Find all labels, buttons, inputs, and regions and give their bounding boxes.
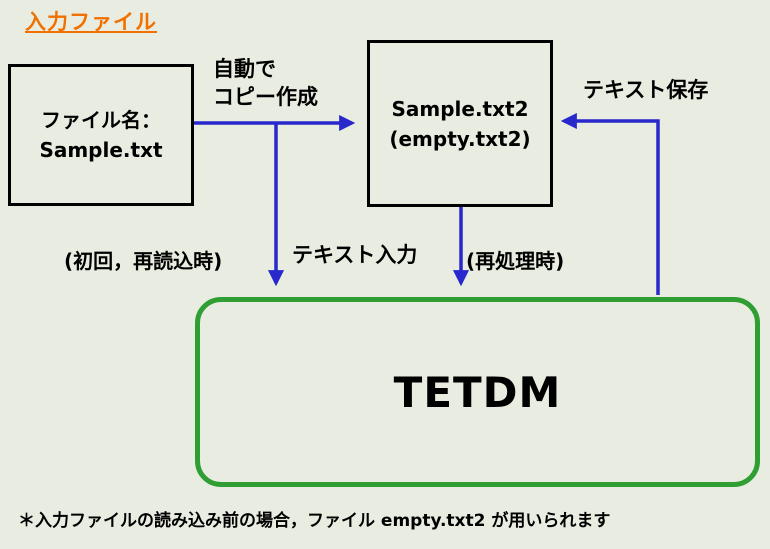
label-text-save: テキスト保存 <box>583 78 709 102</box>
copy-file-empty-name: (empty.txt2) <box>389 126 531 151</box>
label-first-reload: (初回，再読込時) <box>64 249 223 273</box>
copy-file-name: Sample.txt2 <box>391 96 529 121</box>
label-text-input: テキスト入力 <box>292 243 418 267</box>
input-file-name-value: Sample.txt <box>39 138 163 162</box>
label-reprocess: (再処理時) <box>466 249 565 273</box>
copy-file-box: Sample.txt2 (empty.txt2) <box>367 40 553 207</box>
arrow-text-save <box>560 112 660 295</box>
page-title: 入力ファイル <box>25 10 157 34</box>
label-auto-copy-line2: コピー作成 <box>213 85 318 110</box>
footnote: ＊入力ファイルの読み込み前の場合，ファイル empty.txt2 が用いられます <box>18 511 611 531</box>
input-file-name-label: ファイル名： <box>41 108 161 132</box>
tetdm-label: TETDM <box>393 367 562 417</box>
tetdm-box: TETDM <box>195 297 760 487</box>
label-auto-copy: 自動で コピー作成 <box>213 55 318 112</box>
label-auto-copy-line1: 自動で <box>213 57 276 81</box>
input-file-box: ファイル名： Sample.txt <box>8 64 194 206</box>
